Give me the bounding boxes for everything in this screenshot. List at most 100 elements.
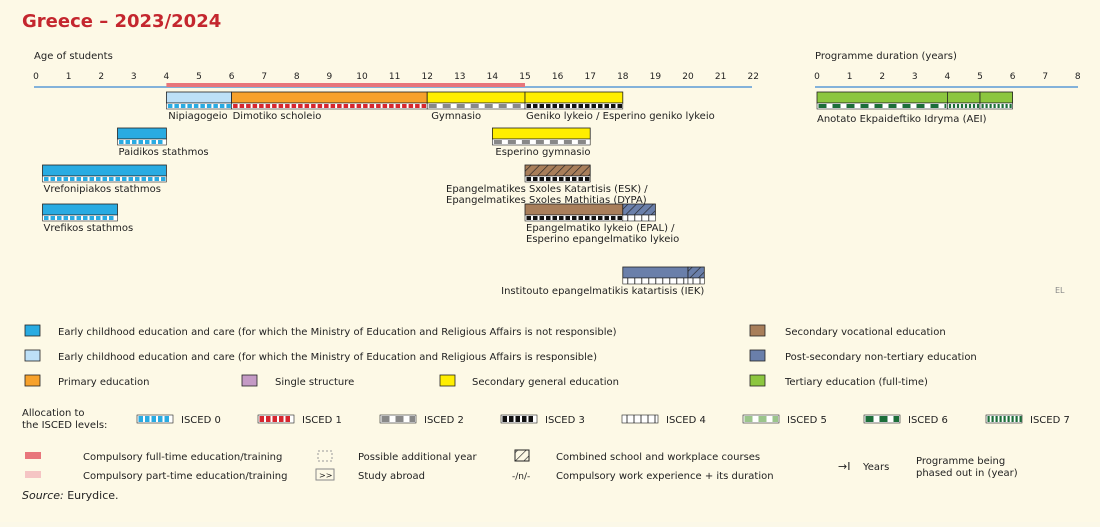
legend-swatch: [439, 374, 456, 387]
strip-block: [591, 216, 596, 220]
strip-block: [577, 140, 586, 144]
strip-block: [128, 177, 134, 181]
age-tick: 0: [33, 72, 39, 82]
age-tick: 15: [519, 72, 530, 82]
strip-block: [995, 416, 998, 422]
isced-label-1: Allocation to: [22, 408, 85, 419]
strip-block: [546, 216, 551, 220]
strip-block: [818, 104, 827, 108]
age-tick: 18: [617, 72, 629, 82]
duration-tick: 1: [847, 72, 853, 82]
legend-label: Early childhood education and care (for …: [58, 327, 617, 338]
isced-strip: [947, 102, 981, 110]
programme-nipiagogeio: Nipiagogeio: [165, 91, 232, 122]
programme-label-2: Esperino epangelmatiko lykeio: [526, 234, 679, 245]
hatch-overlay: [525, 165, 591, 176]
strip-block: [57, 216, 62, 220]
age-tick: 2: [98, 72, 104, 82]
strip-block: [991, 416, 994, 422]
strip-block: [285, 416, 290, 422]
strip-block: [572, 104, 577, 108]
duration-tick: 8: [1075, 72, 1081, 82]
programme-bar: [426, 91, 526, 104]
duration-tick: 3: [912, 72, 918, 82]
strip-block: [993, 104, 996, 108]
strip-block: [200, 104, 205, 108]
strip-block: [552, 104, 557, 108]
strip-block: [145, 416, 150, 422]
strip-block: [57, 177, 62, 181]
strip-block: [546, 177, 551, 181]
duration-tick: 7: [1042, 72, 1048, 82]
strip-block: [125, 140, 130, 144]
legend-label: Single structure: [275, 377, 354, 388]
strip-block: [559, 216, 564, 220]
strip-block: [484, 104, 493, 108]
age-tick: 7: [261, 72, 267, 82]
strip-block: [219, 104, 225, 108]
strip-block: [976, 104, 980, 108]
combined-swatch: [514, 449, 530, 462]
isced-label-2: the ISCED levels:: [22, 420, 107, 431]
strip-block: [213, 104, 218, 108]
age-tick: 6: [229, 72, 235, 82]
strip-block: [252, 104, 258, 108]
isced-strip: [687, 277, 705, 285]
strip-block: [115, 177, 121, 181]
strip-block: [428, 104, 437, 108]
strip-block: [408, 104, 414, 108]
age-tick: 16: [552, 72, 564, 82]
isced-label: ISCED 0: [181, 415, 221, 426]
programme-gymnasio: Gymnasio: [426, 91, 526, 122]
age-tick: 3: [131, 72, 137, 82]
strip-block: [44, 216, 49, 220]
strip-block: [141, 177, 147, 181]
source-text: Eurydice.: [64, 489, 119, 502]
isced-strip: [621, 414, 659, 424]
strip-block: [259, 104, 264, 108]
strip-block: [167, 104, 173, 108]
strip-block: [902, 104, 911, 108]
strip-block: [193, 104, 199, 108]
strip-block: [968, 104, 972, 108]
strip-block: [151, 140, 156, 144]
strip-block: [76, 177, 82, 181]
strip-block: [102, 216, 108, 220]
legend-label: Secondary general education: [472, 377, 619, 388]
programme-bar: [491, 127, 591, 140]
hatch-overlay: [622, 204, 656, 215]
work-exp-symbol: -/n/-: [512, 472, 530, 482]
strip-block: [1003, 416, 1006, 422]
strip-block: [515, 416, 520, 422]
strip-block: [324, 104, 329, 108]
isced-strip: [524, 175, 591, 183]
strip-block: [522, 416, 527, 422]
legend-label: Secondary vocational education: [785, 327, 946, 338]
tertiary-bars: Anotato Ekpaideftiko Idryma (AEI): [816, 91, 1013, 125]
page-title: Greece – 2023/2024: [22, 11, 221, 32]
strip-block: [565, 216, 570, 220]
years-arrow-icon: →I: [838, 460, 850, 473]
strip-block: [565, 177, 570, 181]
study-abroad-label: Study abroad: [358, 471, 425, 482]
strip-block: [539, 216, 544, 220]
programme-label: Paidikos stathmos: [119, 147, 209, 158]
legend-swatch: [24, 349, 41, 362]
age-tick: 4: [164, 72, 170, 82]
programme-label: Vrefikos stathmos: [44, 223, 134, 234]
duration-tick: 6: [1010, 72, 1016, 82]
strip-block: [96, 216, 101, 220]
footer-legend: Compulsory full-time education/training …: [22, 449, 1018, 502]
legend-swatch: [241, 374, 258, 387]
programme-epal: Epangelmatiko lykeio (EPAL) /Esperino ep…: [524, 203, 679, 245]
strip-block: [330, 104, 336, 108]
strip-block: [109, 216, 114, 220]
strip-block: [956, 104, 960, 108]
isced-label: ISCED 6: [908, 415, 948, 426]
strip-block: [311, 104, 316, 108]
strip-block: [421, 104, 427, 108]
programme-label: Geniko lykeio / Esperino geniko lykeio: [526, 111, 715, 122]
